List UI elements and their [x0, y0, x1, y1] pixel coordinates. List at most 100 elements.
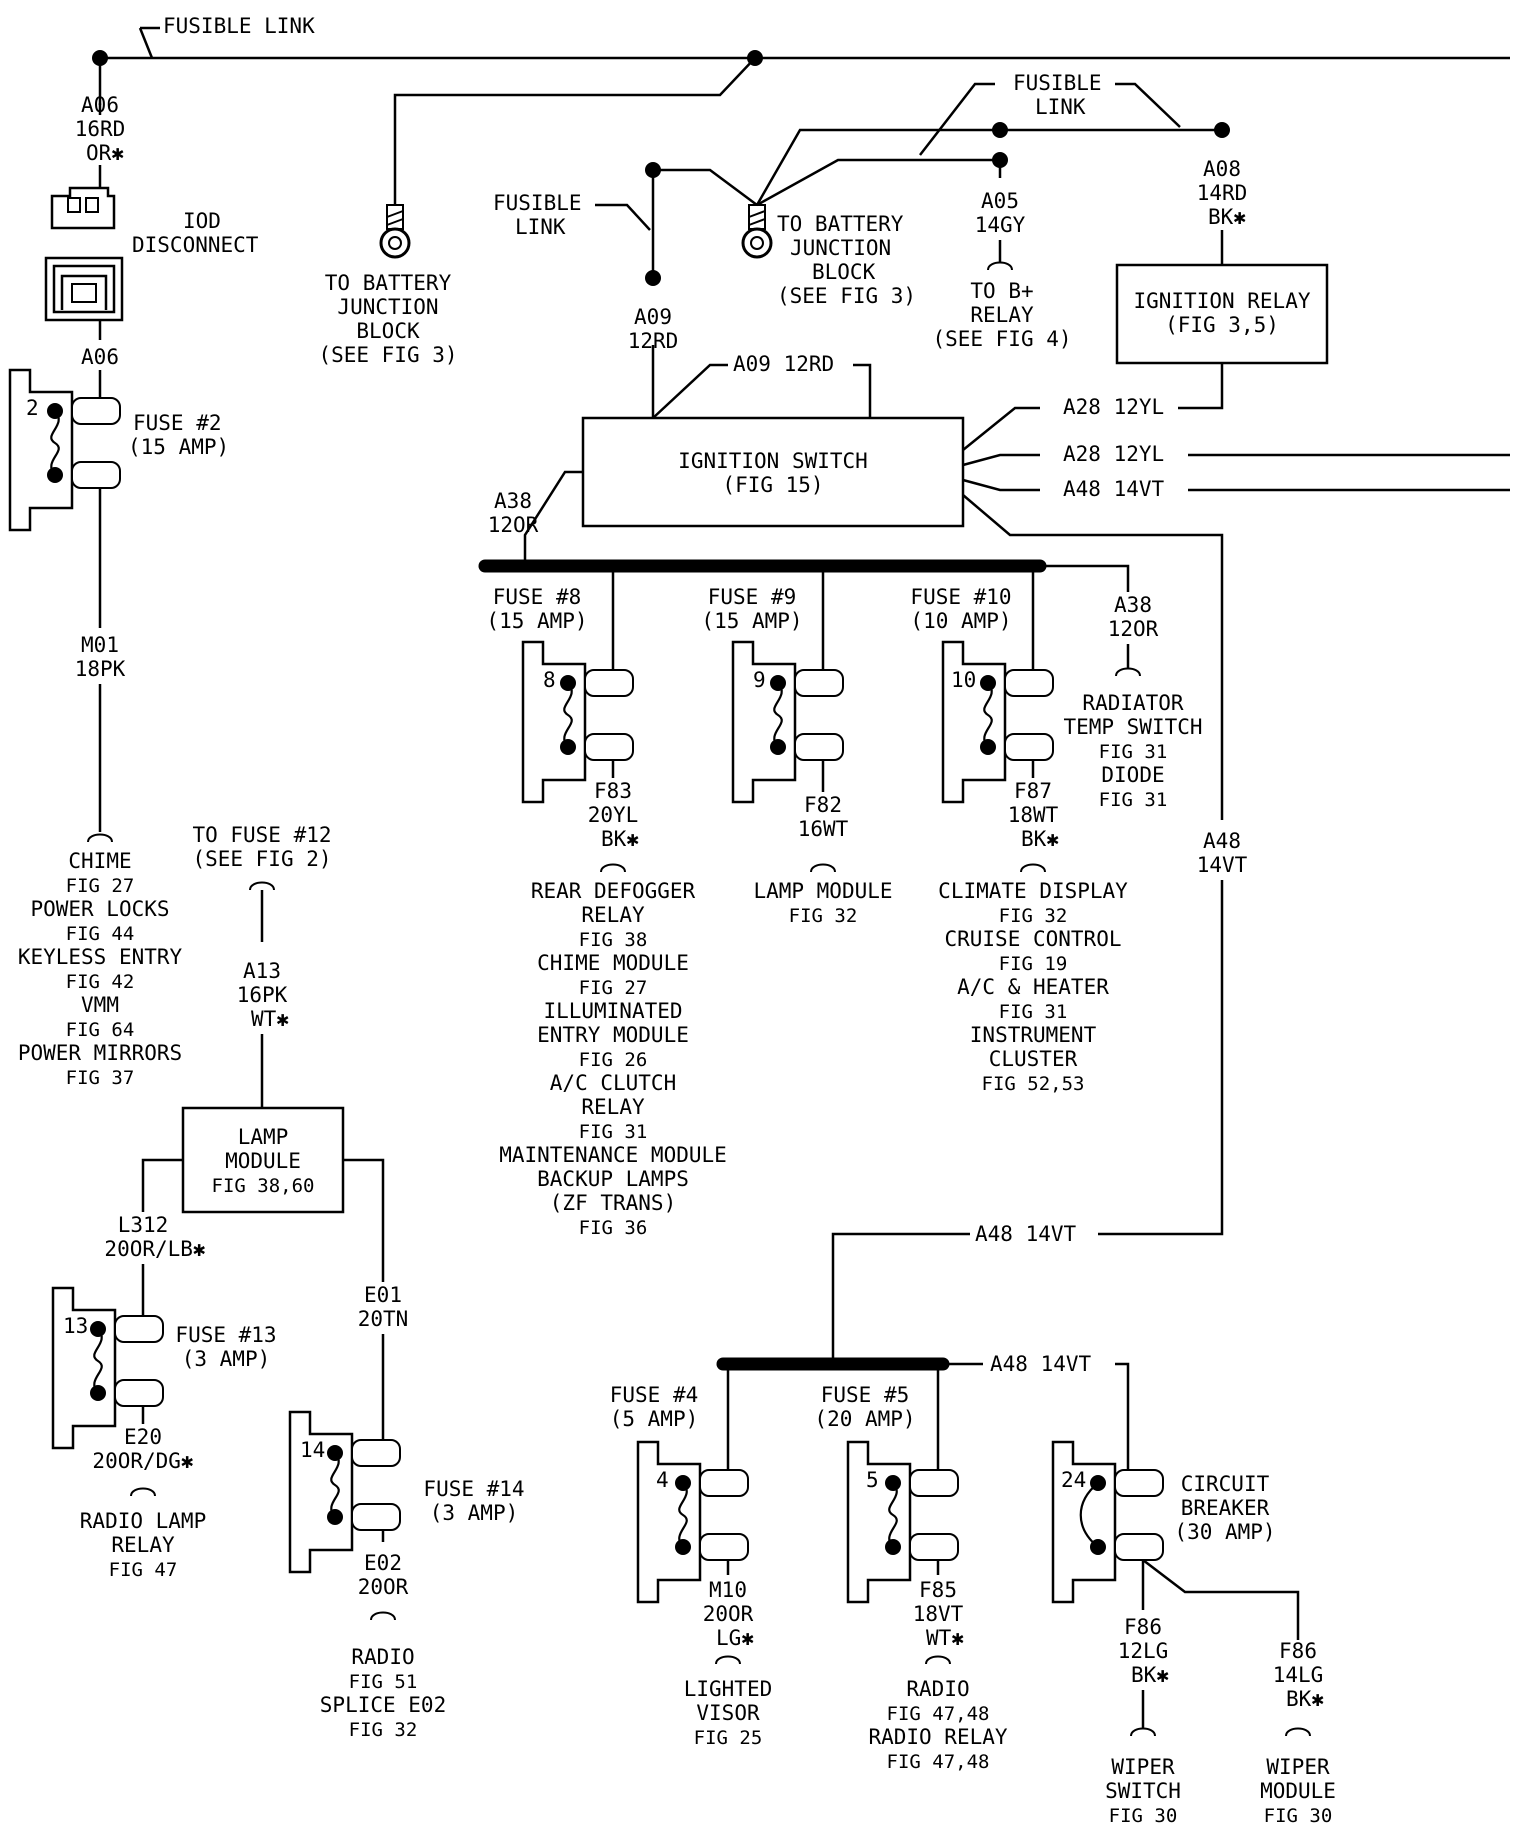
svg-text:CRUISE CONTROL: CRUISE CONTROL — [944, 927, 1121, 951]
a48-bus-label: A48 14VT — [990, 1352, 1092, 1376]
fuse-5: 5 — [846, 1440, 960, 1604]
e01-gauge: 20TN — [358, 1307, 409, 1331]
wiper-switch-3: FIG 30 — [1109, 1805, 1178, 1827]
svg-text:CLUSTER: CLUSTER — [989, 1047, 1078, 1071]
fuse-9-rating: (15 AMP) — [701, 609, 802, 633]
circuit-breaker-24: 24 — [1051, 1440, 1165, 1604]
f86b-tracer: BK✱ — [1286, 1687, 1324, 1711]
radio-relay-dest-1: RADIO — [906, 1677, 969, 1701]
svg-text:FIG 19: FIG 19 — [999, 953, 1068, 975]
fuse-14-rating: (3 AMP) — [430, 1501, 519, 1525]
svg-text:FIG 31: FIG 31 — [1099, 789, 1168, 811]
svg-text:FIG 31: FIG 31 — [579, 1121, 648, 1143]
a09-gauge: 12RD — [628, 329, 679, 353]
a08-tracer: BK✱ — [1208, 205, 1246, 229]
battery-junction-label-2-4: (SEE FIG 3) — [777, 284, 916, 308]
b-plus-relay-2: RELAY — [970, 303, 1034, 327]
f86a-label: F86 — [1124, 1615, 1162, 1639]
a09-top-label: A09 12RD — [733, 352, 834, 376]
e02-label: E02 — [364, 1551, 402, 1575]
e20-label: E20 — [124, 1425, 162, 1449]
svg-text:(SEE FIG 3): (SEE FIG 3) — [318, 343, 457, 367]
m10-gauge: 20OR — [703, 1602, 754, 1626]
f83-tracer: BK✱ — [601, 827, 639, 851]
fuse-14: 14 — [288, 1410, 402, 1574]
svg-text:VMM: VMM — [81, 993, 119, 1017]
f87-gauge: 18WT — [1008, 803, 1059, 827]
svg-text:FIG 37: FIG 37 — [66, 1067, 135, 1089]
fuse-10: 10 — [941, 640, 1055, 804]
svg-text:FIG 26: FIG 26 — [579, 1049, 648, 1071]
fuse-8-label: FUSE #8 — [493, 585, 582, 609]
m01-gauge: 18PK — [75, 657, 126, 681]
l312-label: L312 — [118, 1213, 169, 1237]
radio-lamp-relay-3: FIG 47 — [109, 1559, 178, 1581]
svg-text:10: 10 — [951, 668, 976, 692]
radio-relay-dest-4: FIG 47,48 — [887, 1751, 990, 1773]
svg-text:24: 24 — [1061, 1468, 1086, 1492]
svg-text:5: 5 — [866, 1468, 879, 1492]
svg-text:13: 13 — [63, 1314, 88, 1338]
a08-gauge: 14RD — [1197, 181, 1248, 205]
svg-text:FIG 31: FIG 31 — [1099, 741, 1168, 763]
a08-label: A08 — [1203, 157, 1241, 181]
b-plus-relay-1: TO B+ — [970, 279, 1033, 303]
lamp-module-label-2: MODULE — [225, 1149, 301, 1173]
svg-text:FIG 27: FIG 27 — [66, 875, 135, 897]
lamp-module-label-3: FIG 38,60 — [212, 1175, 315, 1197]
a38-left-gauge: 12OR — [488, 513, 539, 537]
svg-text:FIG 64: FIG 64 — [66, 1019, 135, 1041]
battery-junction-terminal-1 — [379, 203, 411, 259]
main-feed-wire — [92, 26, 1510, 205]
a38-right-gauge: 12OR — [1108, 617, 1159, 641]
svg-text:RADIATOR: RADIATOR — [1082, 691, 1184, 715]
fuse-4-label: FUSE #4 — [610, 1383, 699, 1407]
ignition-relay-fig: (FIG 3,5) — [1165, 313, 1279, 337]
f87-label: F87 — [1014, 779, 1052, 803]
f86b-gauge: 14LG — [1273, 1663, 1324, 1687]
fuse-2-label: FUSE #2 — [133, 411, 222, 435]
svg-text:9: 9 — [753, 668, 766, 692]
svg-text:BLOCK: BLOCK — [356, 319, 420, 343]
fuse-9: 9 — [731, 640, 845, 804]
f87-tracer: BK✱ — [1021, 827, 1059, 851]
radio-dest-1: RADIO — [351, 1645, 414, 1669]
lamp-module-dest-1: LAMP MODULE — [753, 879, 892, 903]
a48-vertical-gauge: 14VT — [1197, 853, 1248, 877]
a13-tracer: WT✱ — [251, 1007, 289, 1031]
to-fuse-12-label: TO FUSE #12 — [192, 823, 331, 847]
l312-gauge: 20OR/LB✱ — [104, 1237, 206, 1261]
radio-lamp-relay-2: RELAY — [111, 1533, 175, 1557]
svg-text:JUNCTION: JUNCTION — [337, 295, 438, 319]
svg-text:RELAY: RELAY — [581, 1095, 645, 1119]
svg-text:FIG 36: FIG 36 — [579, 1217, 648, 1239]
svg-text:TEMP SWITCH: TEMP SWITCH — [1063, 715, 1202, 739]
rear-defogger-destinations: REAR DEFOGGER RELAY FIG 38 CHIME MODULE … — [499, 879, 727, 1239]
ignition-switch-label: IGNITION SWITCH — [678, 449, 868, 473]
svg-text:OR✱: OR✱ — [86, 141, 124, 165]
lighted-visor-1: LIGHTED — [684, 1677, 773, 1701]
svg-text:14: 14 — [300, 1438, 325, 1462]
svg-text:BACKUP LAMPS: BACKUP LAMPS — [537, 1167, 689, 1191]
battery-junction-terminal-2 — [741, 203, 773, 259]
f82-gauge: 16WT — [798, 817, 849, 841]
svg-text:FIG 27: FIG 27 — [579, 977, 648, 999]
a06-wire-label: A06 16RD OR✱ — [75, 93, 126, 165]
lighted-visor-2: VISOR — [696, 1701, 760, 1725]
fuse-4: 4 — [636, 1440, 750, 1604]
a05-gauge: 14GY — [975, 213, 1026, 237]
radiator-temp-switch-label: RADIATOR TEMP SWITCH FIG 31 DIODE FIG 31 — [1063, 691, 1202, 811]
svg-text:16RD: 16RD — [75, 117, 126, 141]
f83-label: F83 — [594, 779, 632, 803]
svg-text:CHIME: CHIME — [68, 849, 131, 873]
ignition-switch-outputs — [962, 406, 1510, 820]
fuse-5-rating: (20 AMP) — [814, 1407, 915, 1431]
to-fuse-12-fig: (SEE FIG 2) — [192, 847, 331, 871]
fuse-13-label: FUSE #13 — [175, 1323, 276, 1347]
fuse-4-rating: (5 AMP) — [610, 1407, 699, 1431]
ignition-switch-fig: (FIG 15) — [722, 473, 823, 497]
svg-text:FIG 31: FIG 31 — [999, 1001, 1068, 1023]
a38-left-label: A38 — [494, 489, 532, 513]
a05-label: A05 — [981, 189, 1019, 213]
